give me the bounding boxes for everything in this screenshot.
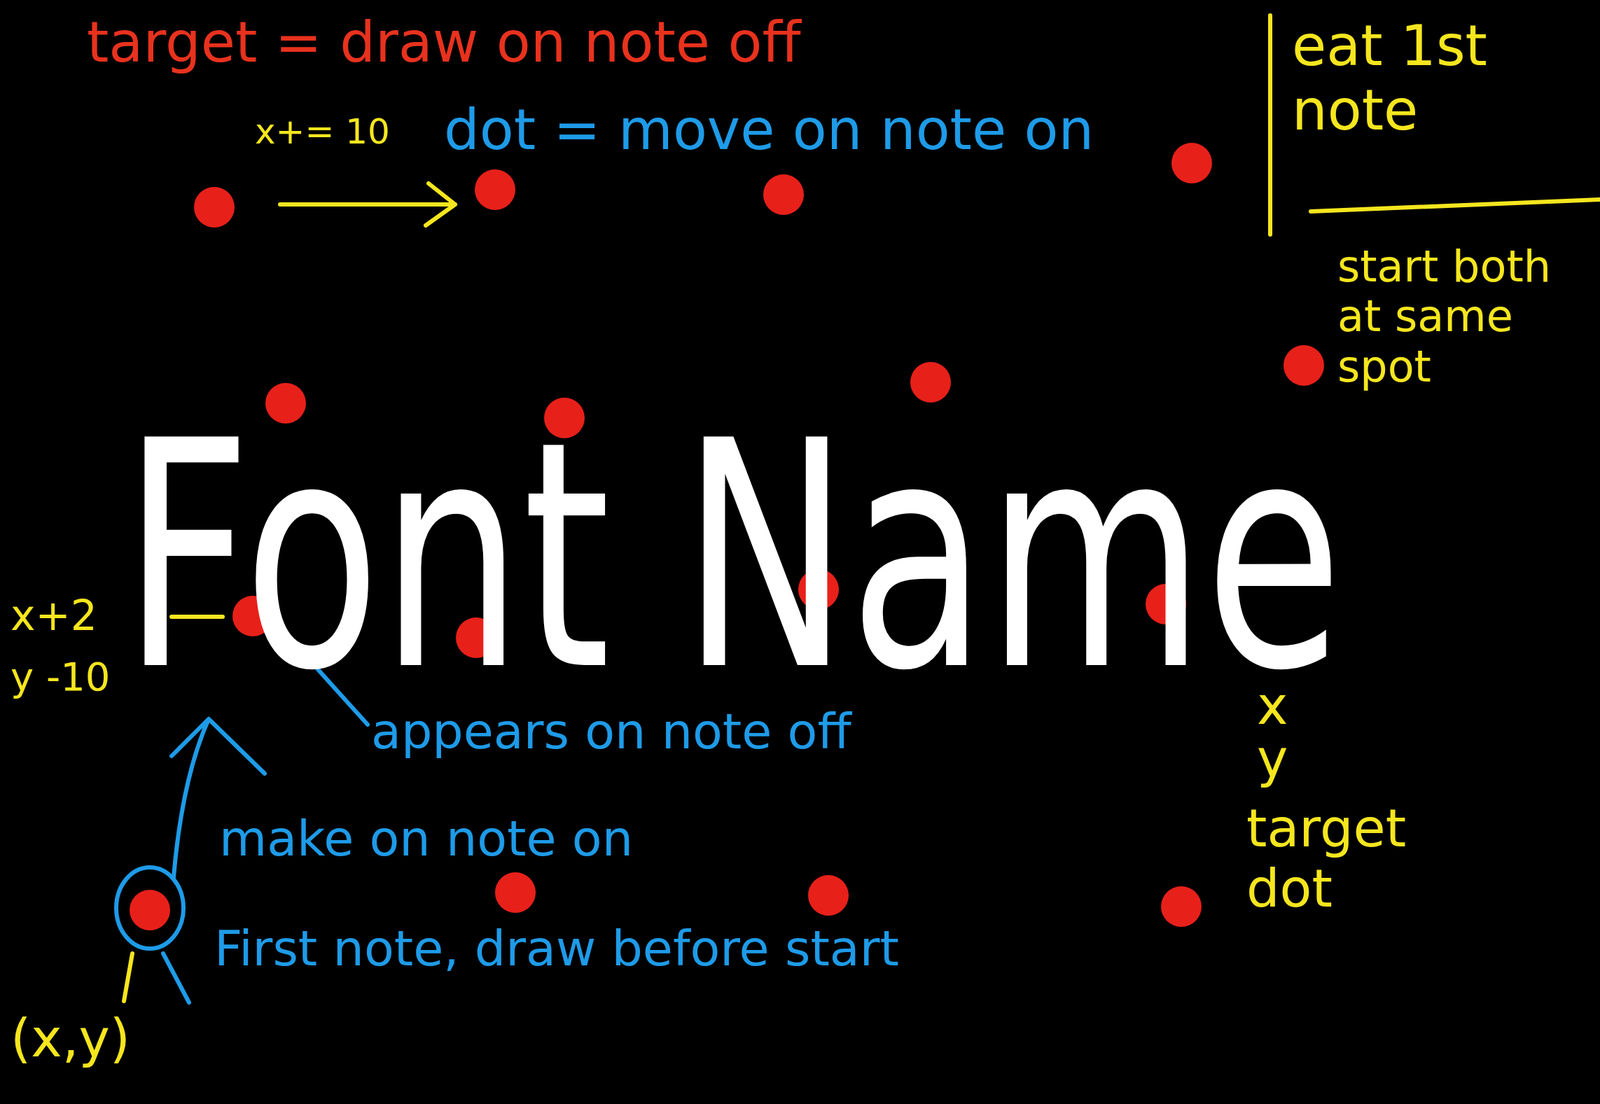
move-arrow [280, 183, 456, 226]
sample-text: Font Name [122, 399, 1344, 714]
note-text: make on note on [219, 810, 633, 868]
red-dot [910, 362, 951, 403]
leader-line [123, 953, 133, 1002]
leader-line [163, 953, 190, 1003]
offset-label: x+2 [10, 591, 98, 640]
offset-label: x+= 10 [254, 112, 391, 153]
legend-text: target dot [1246, 798, 1457, 920]
red-dot [129, 889, 171, 931]
red-dot [474, 169, 516, 211]
note-text: dot = move on note on [443, 98, 1094, 163]
red-dot [193, 186, 235, 228]
red-dot [1283, 345, 1325, 386]
coordinate-label: (x,y) [10, 1008, 131, 1069]
red-dot [1171, 142, 1213, 184]
highlight-circle [116, 867, 184, 949]
note-text: appears on note off [371, 703, 852, 761]
red-dot [763, 174, 804, 215]
note-text: First note, draw before start [214, 920, 992, 978]
axis-label: y [1256, 728, 1288, 789]
offset-label: y -10 [10, 654, 110, 700]
note-text: target = draw on note off [86, 10, 802, 75]
note-text: start both at same spot [1337, 241, 1590, 392]
note-text: eat 1st note [1291, 14, 1586, 143]
separator-line [1310, 199, 1600, 212]
red-dot [1160, 886, 1202, 928]
axis-label: x [1256, 675, 1288, 736]
red-dot [808, 875, 849, 916]
red-dot [495, 872, 536, 914]
separator-line [1268, 15, 1273, 235]
